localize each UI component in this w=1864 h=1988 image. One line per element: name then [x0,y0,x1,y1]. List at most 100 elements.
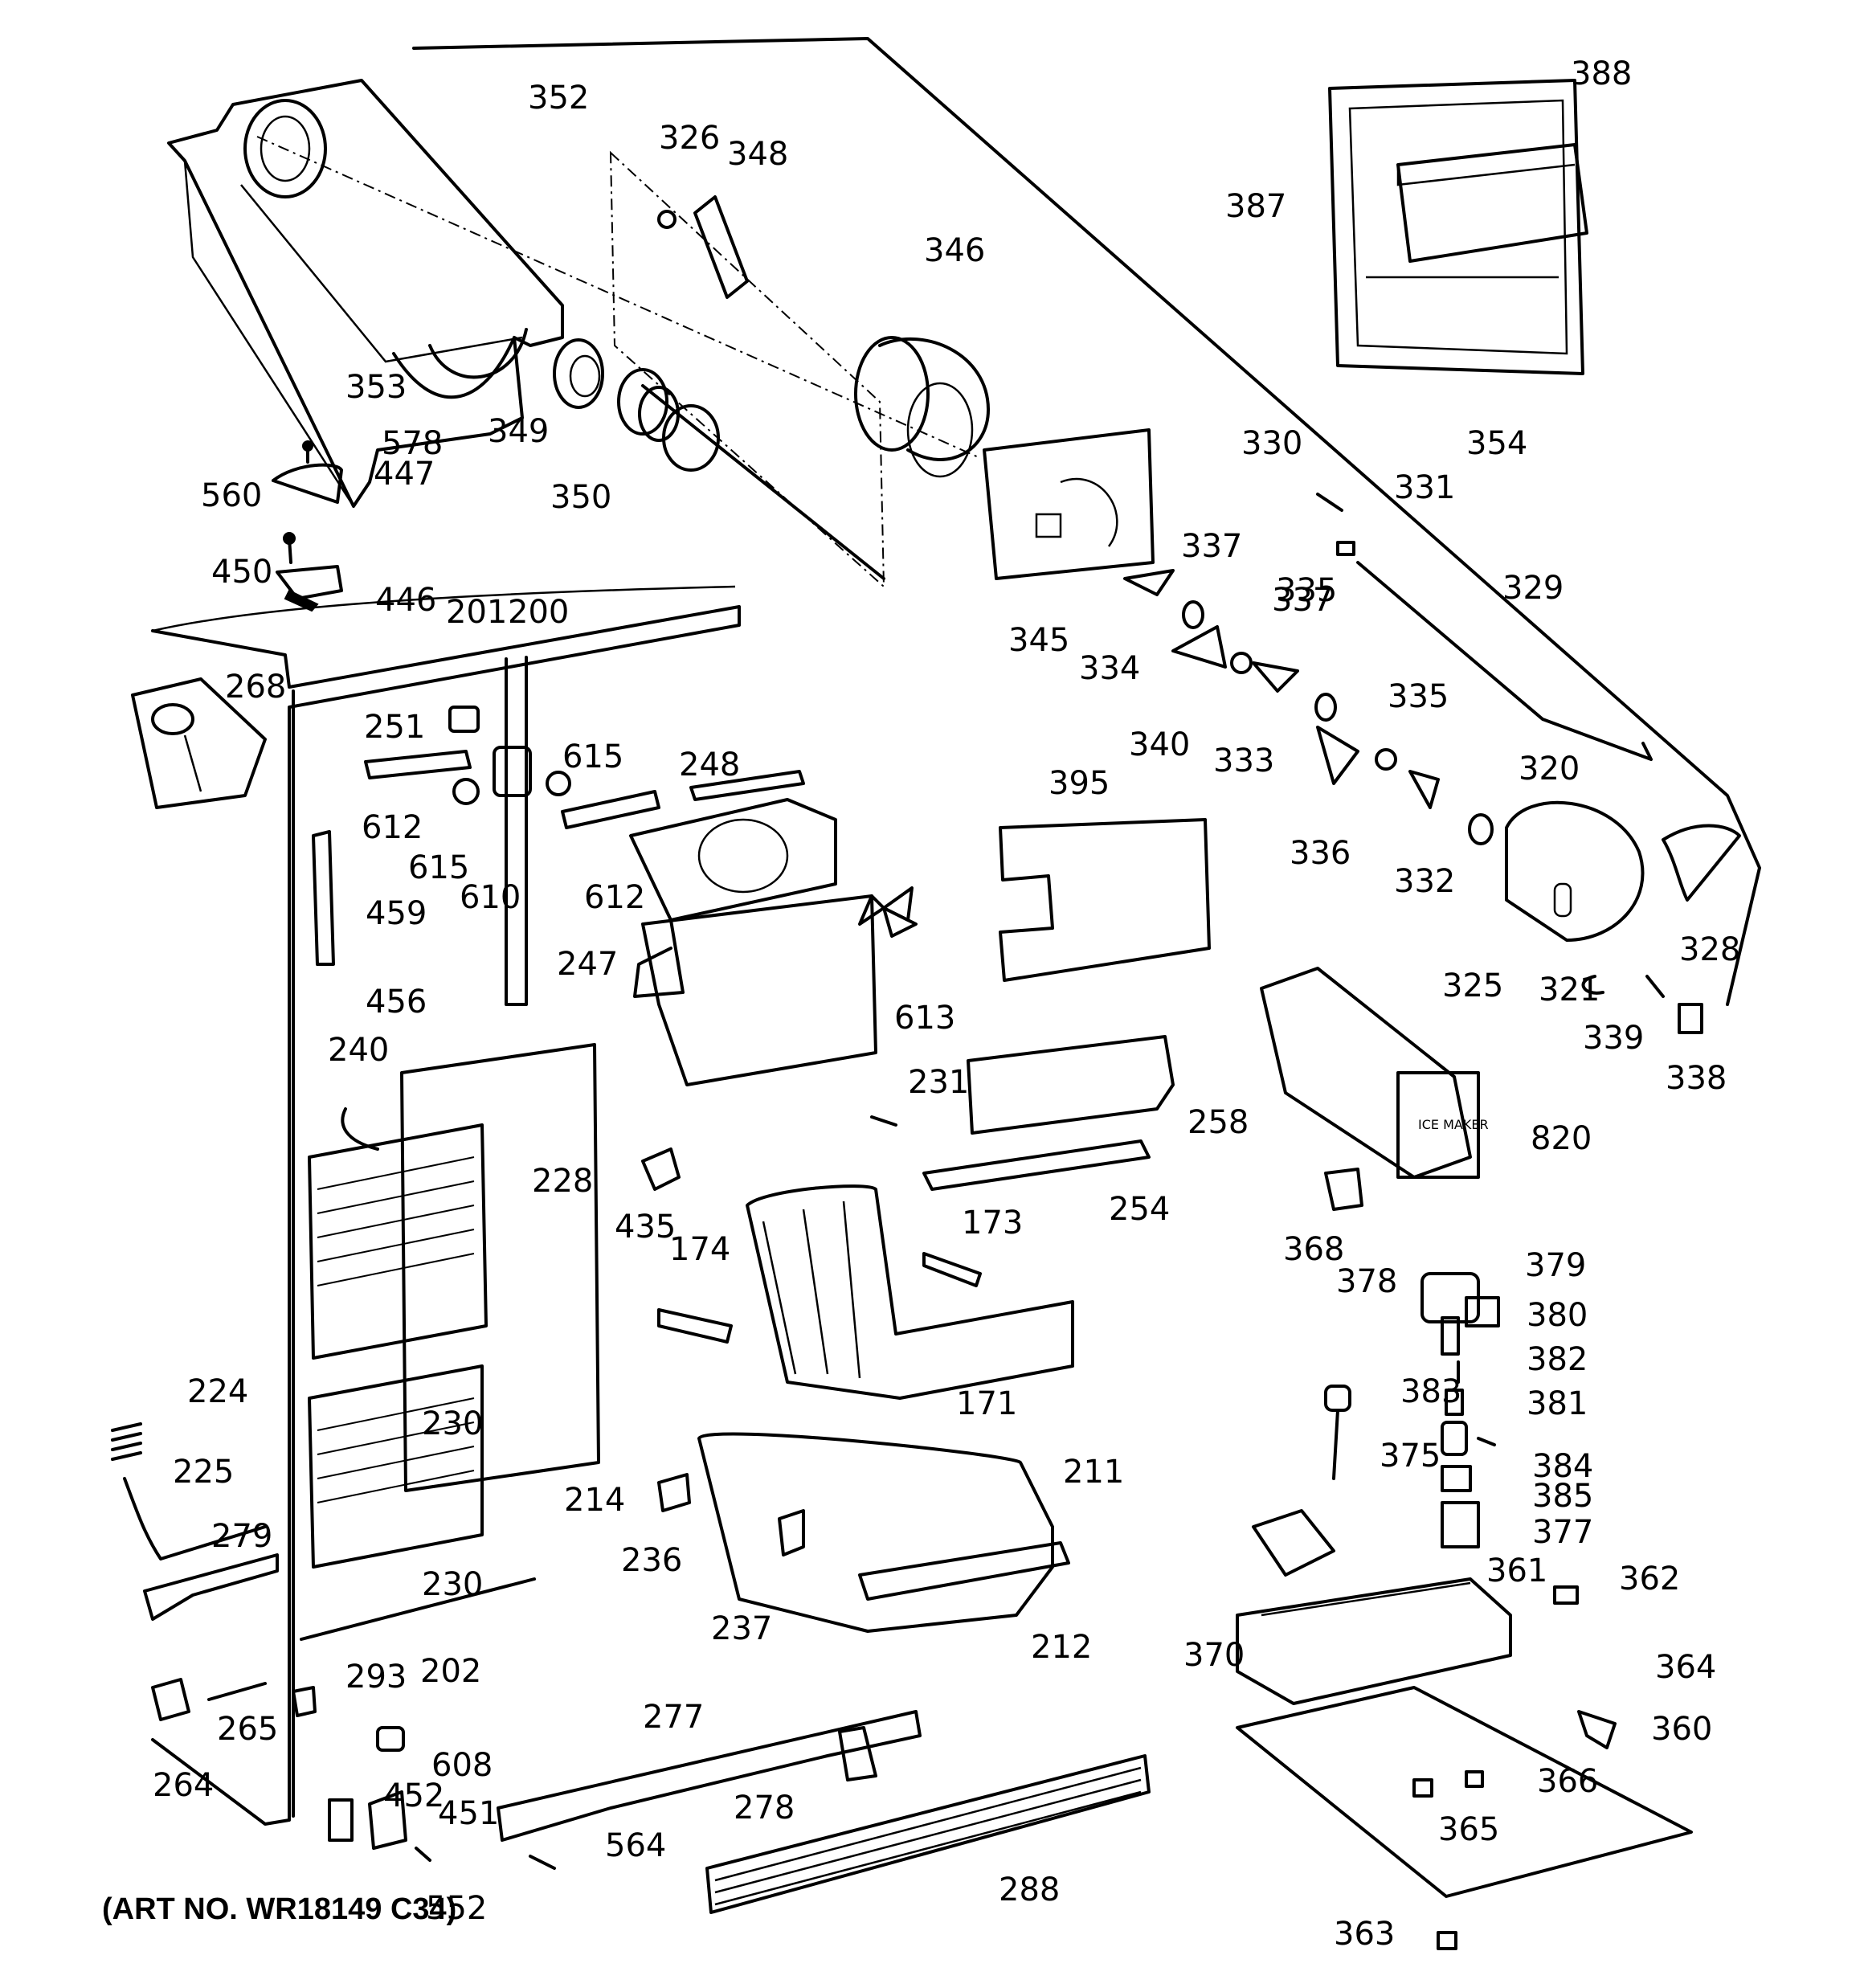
label-279: 279 [211,1518,272,1555]
pin-339[interactable] [1645,975,1665,998]
freezer-basket-171[interactable] [746,1184,1074,1400]
label-395: 395 [1048,765,1110,802]
damper-control-610[interactable] [493,746,532,797]
pin-265[interactable] [207,1682,267,1701]
drive-train[interactable] [1123,569,1494,845]
label-350: 350 [550,479,611,516]
screw-552[interactable] [415,1847,431,1862]
label-387: 387 [1225,188,1286,225]
ice-mold-325[interactable] [1505,800,1645,942]
support-173[interactable] [922,1252,982,1287]
evaporator-cover-247[interactable] [629,798,877,1086]
label-334: 334 [1079,650,1140,687]
label-337a: 337 [1181,528,1242,565]
screw-363[interactable] [1437,1931,1457,1950]
machine-cover-360[interactable] [1236,1686,1693,1898]
clip-321[interactable] [1581,975,1604,995]
clip-608[interactable] [376,1726,405,1752]
spring-224[interactable] [111,1422,142,1461]
coupling-349[interactable] [553,338,604,409]
trim-254[interactable] [922,1139,1151,1191]
auger-motor-346[interactable] [854,336,990,478]
label-353: 353 [345,369,407,406]
bracket-293[interactable] [292,1686,317,1717]
mounting-plate-345[interactable] [983,428,1155,580]
water-valve-group[interactable] [1420,1272,1500,1548]
evaporator-228[interactable] [308,1123,488,1569]
label-578: 578 [382,425,443,462]
label-366: 366 [1537,1763,1598,1800]
clip-365[interactable] [1412,1778,1433,1798]
cover-258[interactable] [967,1035,1175,1135]
label-201: 201 [446,594,507,631]
bracket-348[interactable] [693,195,749,299]
label-320: 320 [1519,751,1580,787]
shield-328[interactable] [1662,824,1741,902]
ice-maker-820[interactable]: ICE MAKER [1260,967,1489,1179]
screw-231[interactable] [870,1115,897,1127]
roller-264[interactable] [151,1678,190,1721]
plate-452[interactable] [328,1798,354,1842]
crisper-pan-211[interactable] [697,1432,1070,1633]
condenser-fan-370[interactable] [1252,1509,1335,1577]
bracket-612-upper[interactable] [364,750,472,779]
label-383: 383 [1400,1373,1461,1410]
label-384: 384 [1532,1448,1593,1485]
clip-366[interactable] [1465,1770,1484,1788]
clip-331[interactable] [1336,541,1355,556]
rail-279[interactable] [143,1553,279,1621]
label-248: 248 [679,747,740,783]
knob-615-right[interactable] [546,771,571,796]
label-237: 237 [711,1610,772,1647]
hinge-parts[interactable] [272,440,343,612]
label-228: 228 [532,1163,593,1200]
thermostat-251[interactable] [448,706,480,733]
roller-278[interactable] [838,1726,877,1781]
label-362: 362 [1619,1561,1680,1597]
duct-248[interactable] [689,770,805,801]
clip-435[interactable] [641,1147,681,1191]
clip-236[interactable] [657,1473,691,1512]
support-174[interactable] [657,1308,733,1344]
light-socket-268[interactable] [131,677,267,809]
label-326: 326 [659,120,720,157]
power-cord-375[interactable] [1324,1385,1351,1480]
spring-330[interactable] [1316,493,1343,512]
label-610: 610 [460,879,521,916]
trim-strip-459[interactable] [312,830,335,966]
label-173: 173 [962,1205,1023,1241]
fan-blade-613[interactable] [858,886,918,938]
fan-cover-395[interactable] [999,818,1211,982]
grille-288[interactable] [705,1754,1151,1914]
cord-clamp-364[interactable] [1577,1710,1617,1749]
dispenser-recess-387[interactable] [1328,79,1584,375]
bracket-338[interactable] [1678,1003,1703,1034]
dispenser-door-388[interactable] [1396,143,1588,263]
label-368: 368 [1283,1231,1344,1268]
screw-564[interactable] [529,1855,556,1870]
bracket-612-lower[interactable] [561,790,660,829]
label-346: 346 [924,232,985,269]
knob-615-left[interactable] [452,778,480,805]
wire-harness-240[interactable] [341,1107,379,1151]
rail-277[interactable] [497,1710,922,1842]
label-348: 348 [727,136,788,173]
bracket-368[interactable] [1324,1168,1363,1211]
drain-tube-225[interactable] [123,1477,267,1561]
label-385: 385 [1532,1478,1593,1515]
cam-237[interactable] [778,1509,805,1556]
auger-350[interactable] [617,368,885,580]
rail-202[interactable] [300,1577,536,1641]
back-cover-214[interactable] [400,1043,600,1492]
fan-bracket-361[interactable] [1236,1577,1512,1705]
label-354: 354 [1466,425,1527,462]
retainer-326[interactable] [657,210,677,229]
clip-362[interactable] [1553,1585,1579,1605]
hinge-451[interactable] [368,1790,407,1850]
ice-bucket-352[interactable] [167,79,564,508]
shutoff-arm-329[interactable] [1356,561,1653,761]
label-171: 171 [956,1385,1017,1422]
bail-wire-353[interactable] [428,328,528,379]
label-349: 349 [488,413,549,450]
label-240: 240 [328,1032,389,1069]
